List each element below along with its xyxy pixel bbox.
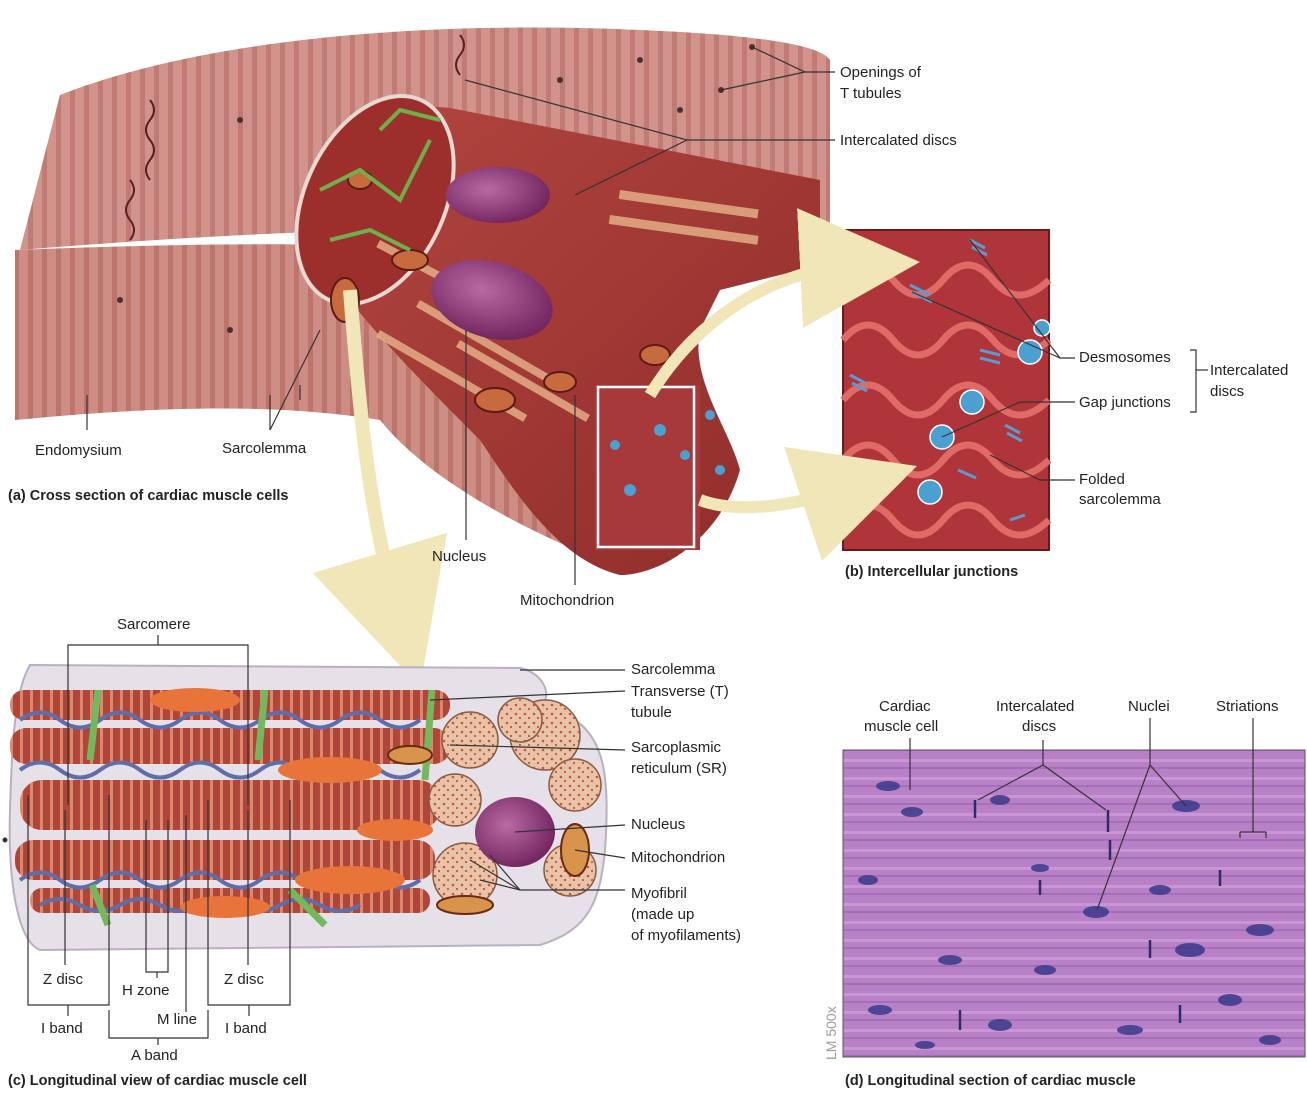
label-openings-t-tubules-2: T tubules bbox=[840, 84, 901, 104]
label-t-tubule-1: Transverse (T) bbox=[631, 682, 729, 702]
label-sarcomere: Sarcomere bbox=[117, 615, 190, 635]
label-h-zone: H zone bbox=[122, 981, 170, 1001]
label-intercalated-discs-d-2: discs bbox=[1022, 717, 1056, 737]
label-nucleus-a: Nucleus bbox=[432, 547, 486, 567]
label-openings-t-tubules-1: Openings of bbox=[840, 63, 921, 83]
label-folded-sarcolemma-2: sarcolemma bbox=[1079, 490, 1161, 510]
label-sarcolemma-a: Sarcolemma bbox=[222, 439, 306, 459]
label-sr-2: reticulum (SR) bbox=[631, 759, 727, 779]
caption-panel-c: (c) Longitudinal view of cardiac muscle … bbox=[8, 1073, 307, 1089]
panel-d-micrograph bbox=[843, 750, 1305, 1057]
caption-panel-a: (a) Cross section of cardiac muscle cell… bbox=[8, 488, 288, 504]
label-desmosomes: Desmosomes bbox=[1079, 348, 1171, 368]
caption-panel-b: (b) Intercellular junctions bbox=[845, 564, 1018, 580]
panel-b-illustration bbox=[843, 230, 1050, 550]
label-cardiac-cell-2: muscle cell bbox=[864, 717, 938, 737]
label-i-band-left: I band bbox=[41, 1019, 83, 1039]
label-mitochondrion-a: Mitochondrion bbox=[520, 591, 614, 611]
label-t-tubule-2: tubule bbox=[631, 703, 672, 723]
label-a-band: A band bbox=[131, 1046, 178, 1066]
label-myofibril-1: Myofibril bbox=[631, 884, 687, 904]
label-endomysium: Endomysium bbox=[35, 441, 122, 461]
label-intercalated-discs-d-1: Intercalated bbox=[996, 697, 1074, 717]
caption-panel-d: (d) Longitudinal section of cardiac musc… bbox=[845, 1073, 1136, 1089]
label-folded-sarcolemma-1: Folded bbox=[1079, 470, 1125, 490]
label-myofibril-2: (made up bbox=[631, 905, 694, 925]
panel-c-illustration bbox=[10, 665, 607, 950]
label-intercalated-discs-b-2: discs bbox=[1210, 382, 1244, 402]
label-cardiac-cell-1: Cardiac bbox=[879, 697, 931, 717]
label-intercalated-discs-b-1: Intercalated bbox=[1210, 361, 1288, 381]
label-i-band-right: I band bbox=[225, 1019, 267, 1039]
label-sr-1: Sarcoplasmic bbox=[631, 738, 721, 758]
label-striations: Striations bbox=[1216, 697, 1279, 717]
label-mitochondrion-c: Mitochondrion bbox=[631, 848, 725, 868]
label-sarcolemma-c: Sarcolemma bbox=[631, 660, 715, 680]
micrograph-frame bbox=[843, 750, 1305, 1057]
label-gap-junctions: Gap junctions bbox=[1079, 393, 1171, 413]
label-nucleus-c: Nucleus bbox=[631, 815, 685, 835]
intercalated-disc-surface bbox=[595, 385, 700, 550]
label-z-disc-left: Z disc bbox=[43, 970, 83, 990]
label-nuclei: Nuclei bbox=[1128, 697, 1170, 717]
nucleus-upper bbox=[446, 167, 550, 223]
label-m-line: M line bbox=[157, 1010, 197, 1030]
scale-label: LM 500x bbox=[823, 1006, 839, 1060]
edge-bullet bbox=[3, 838, 8, 843]
label-intercalated-discs-a: Intercalated discs bbox=[840, 131, 957, 151]
label-z-disc-right: Z disc bbox=[224, 970, 264, 990]
label-myofibril-3: of myofilaments) bbox=[631, 926, 741, 946]
